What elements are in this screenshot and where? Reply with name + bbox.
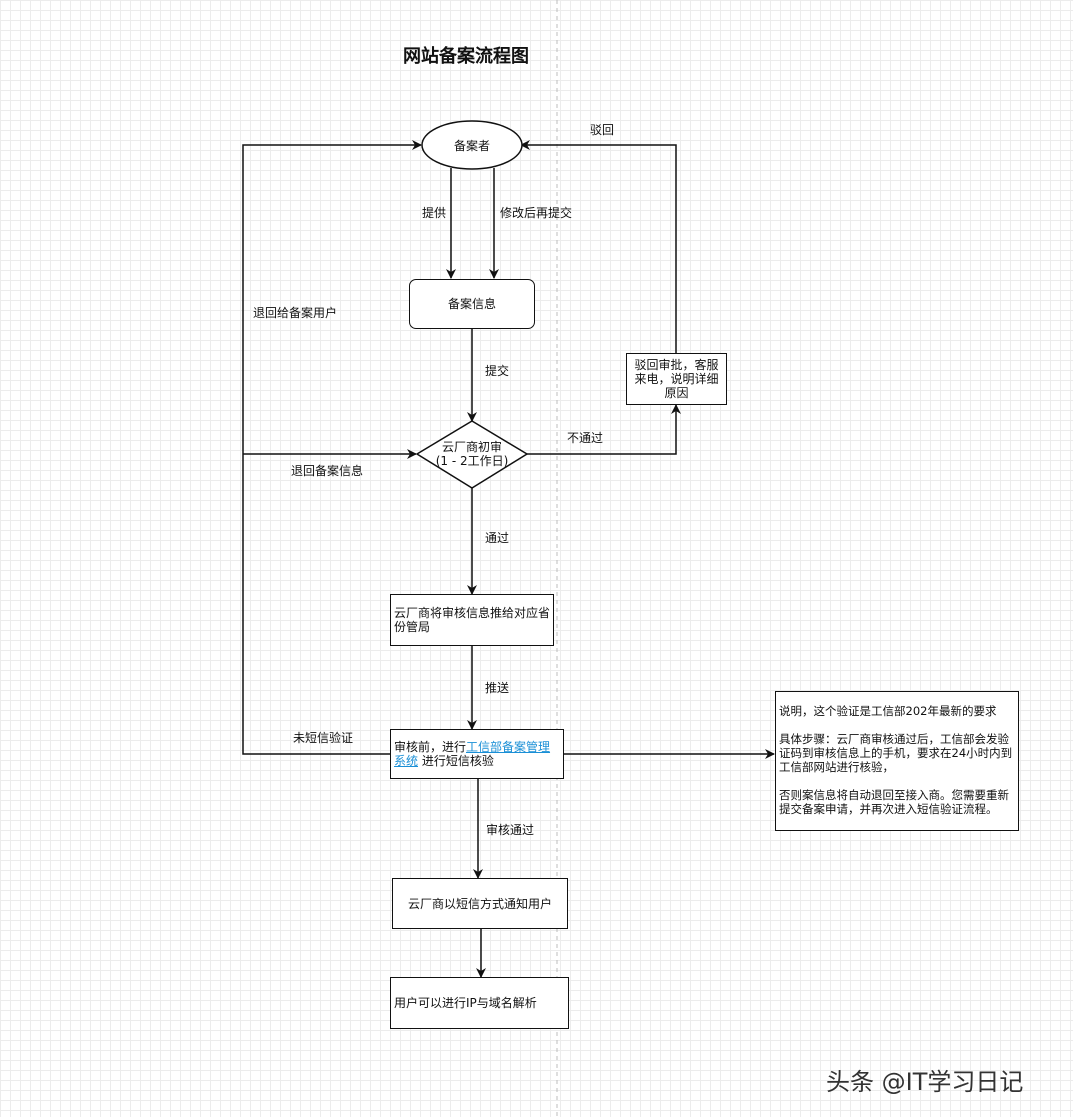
edge-label-provide: 提供 (422, 206, 447, 220)
edge-label-submit: 提交 (485, 364, 510, 378)
edge-label-review-pass: 审核通过 (486, 823, 535, 837)
edge-label-reject: 驳回 (590, 123, 615, 137)
node-final: 用户可以进行IP与域名解析 (390, 977, 569, 1029)
edge-reject (520, 140, 677, 353)
node-preliminary-review-shape (415, 420, 529, 489)
edge-label-pass: 通过 (485, 531, 510, 545)
node-push: 云厂商将审核信息推给对应省份管局 (390, 594, 554, 646)
watermark-text: 头条 @IT学习日记 (826, 1068, 1024, 1096)
node-preliminary-review-label: 云厂商初审 (1 - 2工作日) (417, 440, 527, 468)
edge-label-not-pass: 不通过 (567, 431, 604, 445)
diagram-title: 网站备案流程图 (403, 46, 529, 67)
node-filer-label: 备案者 (453, 139, 490, 153)
edge-label-no-sms: 未短信验证 (293, 731, 354, 745)
edge-label-resubmit: 修改后再提交 (500, 206, 573, 220)
preliminary-review-line1: 云厂商初审 (441, 440, 502, 454)
miit-filing-system-link[interactable]: 工信部备案管理系统 (394, 740, 551, 768)
node-sms-verify: 审核前，进行工信部备案管理系统 进行短信核验 (390, 729, 564, 779)
edge-label-push: 推送 (485, 681, 510, 695)
node-push-label: 云厂商将审核信息推给对应省份管局 (394, 606, 551, 634)
preliminary-review-line2: (1 - 2工作日) (435, 454, 509, 468)
edge-label-return-info: 退回备案信息 (291, 464, 364, 478)
note-p2: 具体步骤：云厂商审核通过后，工信部会发验证码到审核信息上的手机，要求在24小时内… (779, 732, 1013, 774)
node-filer-shape (421, 120, 523, 170)
note-p3: 否则案信息将自动退回至接入商。您需要重新提交备案申请，并再次进入短信验证流程。 (779, 788, 1009, 816)
node-reject-label: 驳回审批，客服来电，说明详细原因 (634, 358, 719, 400)
edge-label-return-user: 退回给备案用户 (253, 306, 338, 320)
note-box: 说明，这个验证是工信部202年最新的要求 具体步骤：云厂商审核通过后，工信部会发… (775, 691, 1019, 831)
node-info: 备案信息 (409, 279, 535, 329)
node-reject: 驳回审批，客服来电，说明详细原因 (626, 353, 727, 405)
node-notify: 云厂商以短信方式通知用户 (392, 878, 568, 929)
sms-suffix: 进行短信核验 (418, 754, 494, 768)
edge-return-user (242, 140, 422, 755)
edge-not-pass (527, 404, 681, 455)
node-sms-verify-text: 审核前，进行工信部备案管理系统 进行短信核验 (394, 740, 560, 768)
sms-prefix: 审核前，进行 (394, 740, 467, 754)
note-p1: 说明，这个验证是工信部202年最新的要求 (779, 704, 997, 718)
